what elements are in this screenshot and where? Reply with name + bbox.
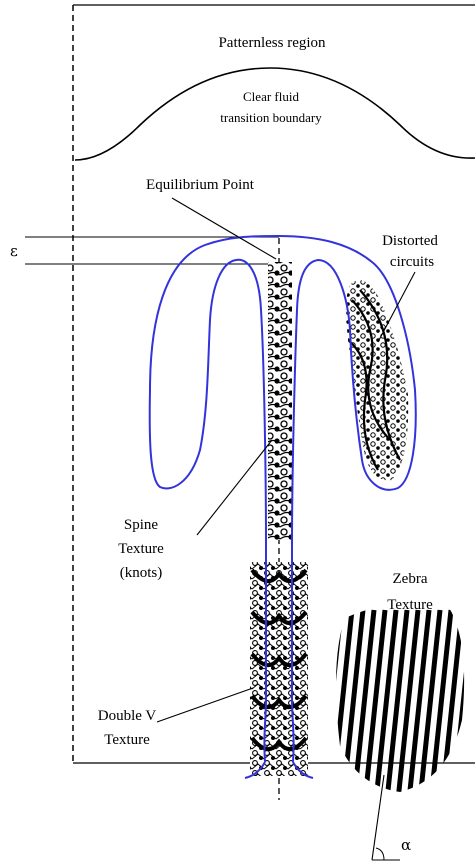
label-zebra-1: Zebra: [393, 571, 428, 587]
label-distorted-1: Distorted: [382, 233, 438, 249]
alpha-leader: [372, 775, 384, 860]
distorted-circuits-texture: [340, 268, 415, 488]
zebra-texture: [310, 610, 475, 800]
label-clear-fluid-1: Clear fluid: [243, 89, 299, 104]
label-spine-1: Spine: [124, 517, 159, 533]
label-spine-3: (knots): [120, 565, 163, 581]
label-patternless-region: Patternless region: [218, 35, 326, 51]
distorted-leader: [378, 272, 415, 342]
label-epsilon: ε: [10, 242, 18, 260]
label-double-v-2: Texture: [104, 732, 150, 748]
equilibrium-leader: [172, 198, 276, 259]
spine-texture: [268, 262, 292, 540]
label-equilibrium-point: Equilibrium Point: [146, 177, 255, 193]
label-clear-fluid-2: transition boundary: [220, 110, 322, 125]
label-alpha: α: [401, 836, 411, 854]
label-double-v-1: Double V: [98, 708, 157, 724]
label-zebra-2: Texture: [387, 597, 433, 613]
label-spine-2: Texture: [118, 541, 164, 557]
alpha-angle-arc: [376, 848, 384, 860]
double-v-leader: [157, 688, 253, 722]
spine-leader: [197, 440, 272, 535]
label-distorted-2: circuits: [390, 254, 434, 270]
